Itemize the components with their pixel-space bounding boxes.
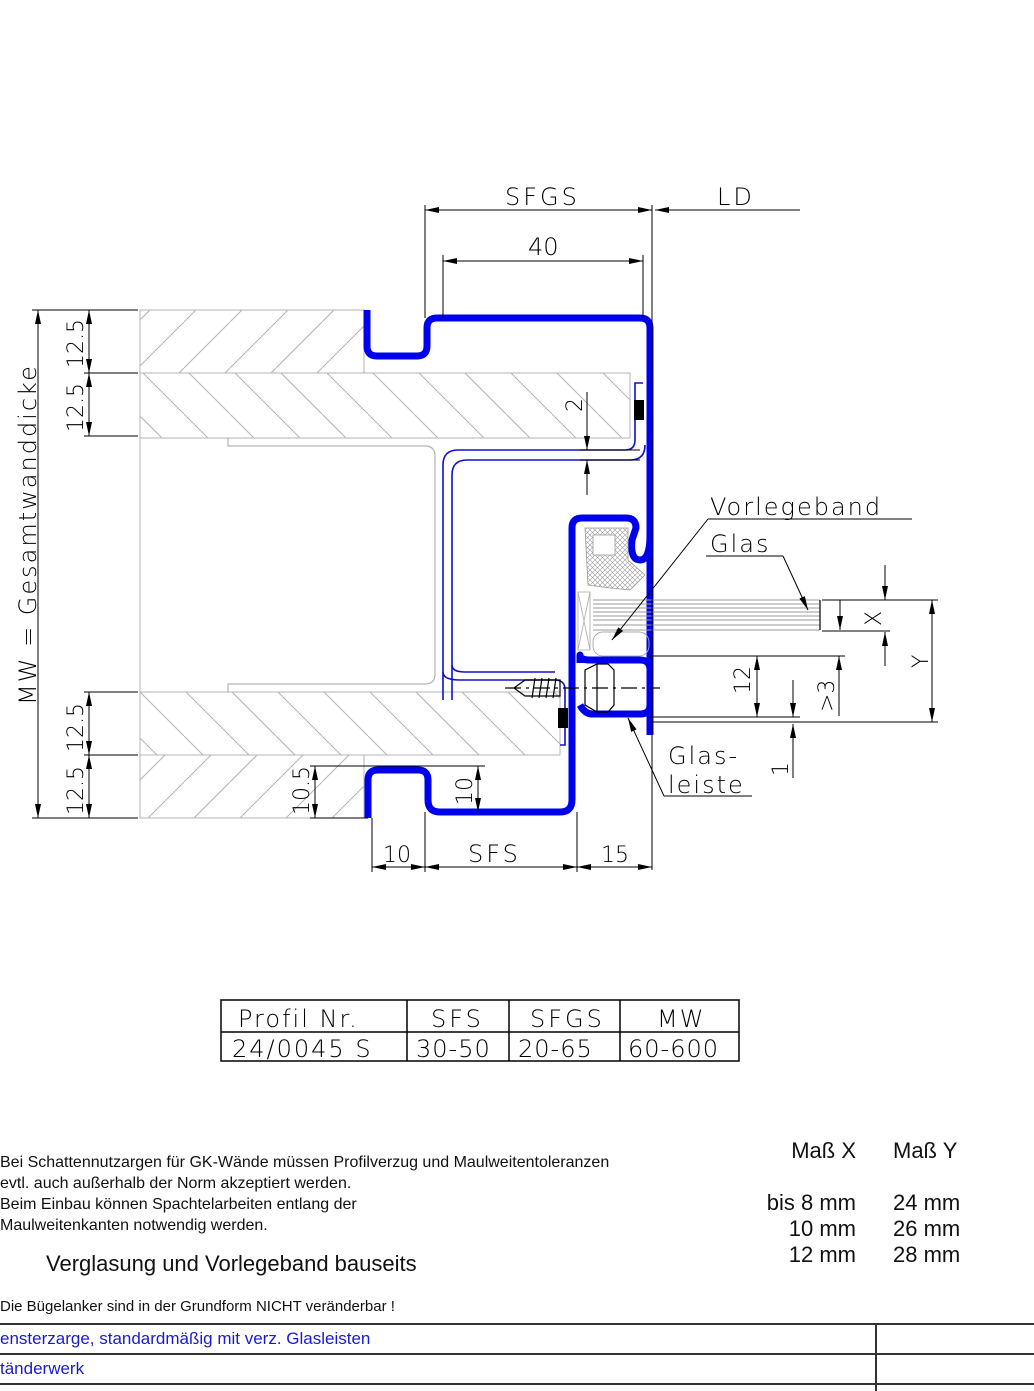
note-line-3: Beim Einbau können Spachtelarbeiten entl… <box>0 1196 357 1213</box>
dim-10-vertical: 10 <box>453 777 478 805</box>
label-vorlegeband: Vorlegeband <box>710 493 882 521</box>
label-glasleiste-2: leiste <box>668 771 745 799</box>
left-dimensions <box>32 309 138 819</box>
title-block-label: ensterzarge, standardmäßig mit verz. Gla… <box>0 1323 876 1354</box>
dim-2: 2 <box>563 398 588 412</box>
anchor-warning: Die Bügelanker sind in der Grundform NIC… <box>0 1298 395 1315</box>
bottom-dimensions <box>310 765 652 870</box>
label-glasleiste-1: Glas- <box>668 742 739 770</box>
dim-10-bottom: 10 <box>383 843 411 868</box>
dim-y: Y <box>909 655 934 668</box>
title-block-label <box>0 1383 876 1391</box>
wall-layers <box>139 309 631 819</box>
title-block-value <box>875 1353 1034 1384</box>
title-block-value <box>875 1383 1034 1391</box>
dim-40: 40 <box>528 233 559 261</box>
dim-ge3: >3 <box>815 680 840 712</box>
mass-x-value: 12 mm <box>788 1242 856 1267</box>
table-cell-sfgs: 20-65 <box>518 1035 593 1063</box>
profile-section-drawing: SFGS LD 40 MW = Gesamtwanddicke 12.5 12.… <box>14 183 938 1063</box>
table-header-sfgs: SFGS <box>530 1005 605 1033</box>
dim-1: 1 <box>769 762 794 776</box>
dim-mw-total: MW = Gesamtwanddicke <box>14 364 42 705</box>
title-block-table: ensterzarge, standardmäßig mit verz. Gla… <box>0 1323 1034 1391</box>
note-line-2: evtl. auch außerhalb der Norm akzeptiert… <box>0 1175 352 1192</box>
dim-layer-1: 12.5 <box>64 319 89 368</box>
dim-15-bottom: 15 <box>601 843 629 868</box>
note-line-4: Maulweitenkanten notwendig werden. <box>0 1217 268 1234</box>
dim-sfgs: SFGS <box>505 183 580 211</box>
dim-sfs-bottom: SFS <box>468 840 521 868</box>
title-block-label: tänderwerk <box>0 1353 876 1384</box>
right-dimensions <box>650 565 938 778</box>
screw <box>505 663 660 713</box>
glazing-note: Verglasung und Vorlegeband bauseits <box>46 1251 417 1276</box>
frame-profile <box>363 310 654 818</box>
dim-10-5: 10.5 <box>290 766 315 815</box>
table-cell-sfs: 30-50 <box>416 1035 491 1063</box>
top-dimensions <box>425 207 800 264</box>
table-row: tänderwerk <box>0 1353 1034 1384</box>
table-cell-mw: 60-600 <box>628 1035 719 1063</box>
mass-y-value: 24 mm <box>893 1190 961 1215</box>
note-line-1: Bei Schattennutzargen für GK-Wände müsse… <box>0 1154 610 1171</box>
mass-x-header: Maß X <box>791 1138 856 1163</box>
table-header-sfs: SFS <box>431 1005 484 1033</box>
dim-layer-2: 12.5 <box>64 383 89 432</box>
table-row: ensterzarge, standardmäßig mit verz. Gla… <box>0 1323 1034 1354</box>
mass-x-value: bis 8 mm <box>766 1190 856 1215</box>
profile-table: Profil Nr. SFS SFGS MW 24/0045 S 30-50 2… <box>220 999 740 1063</box>
mass-y-value: 28 mm <box>893 1242 961 1267</box>
title-block-value <box>875 1323 1034 1354</box>
seal-block-bottom <box>558 708 568 728</box>
mass-x-column: Maß X bis 8 mm 10 mm 12 mm <box>740 1138 856 1268</box>
mass-y-header: Maß Y <box>893 1138 958 1163</box>
mass-x-value: 10 mm <box>788 1216 856 1241</box>
table-header-profil: Profil Nr. <box>238 1005 359 1033</box>
table-cell-profil-nr: 24/0045 S <box>232 1035 373 1063</box>
dim-12: 12 <box>731 666 756 694</box>
seal-block-top <box>634 400 644 420</box>
dim-layer-4: 12.5 <box>64 766 89 815</box>
table-row <box>0 1383 1034 1391</box>
label-glas: Glas <box>710 530 770 558</box>
mass-y-column: Maß Y 24 mm 26 mm 28 mm <box>893 1138 1013 1268</box>
mass-y-value: 26 mm <box>893 1216 961 1241</box>
dim-layer-3: 12.5 <box>64 703 89 752</box>
dim-x: X <box>862 611 887 626</box>
dim-ld: LD <box>717 183 755 211</box>
table-header-mw: MW <box>657 1005 705 1033</box>
